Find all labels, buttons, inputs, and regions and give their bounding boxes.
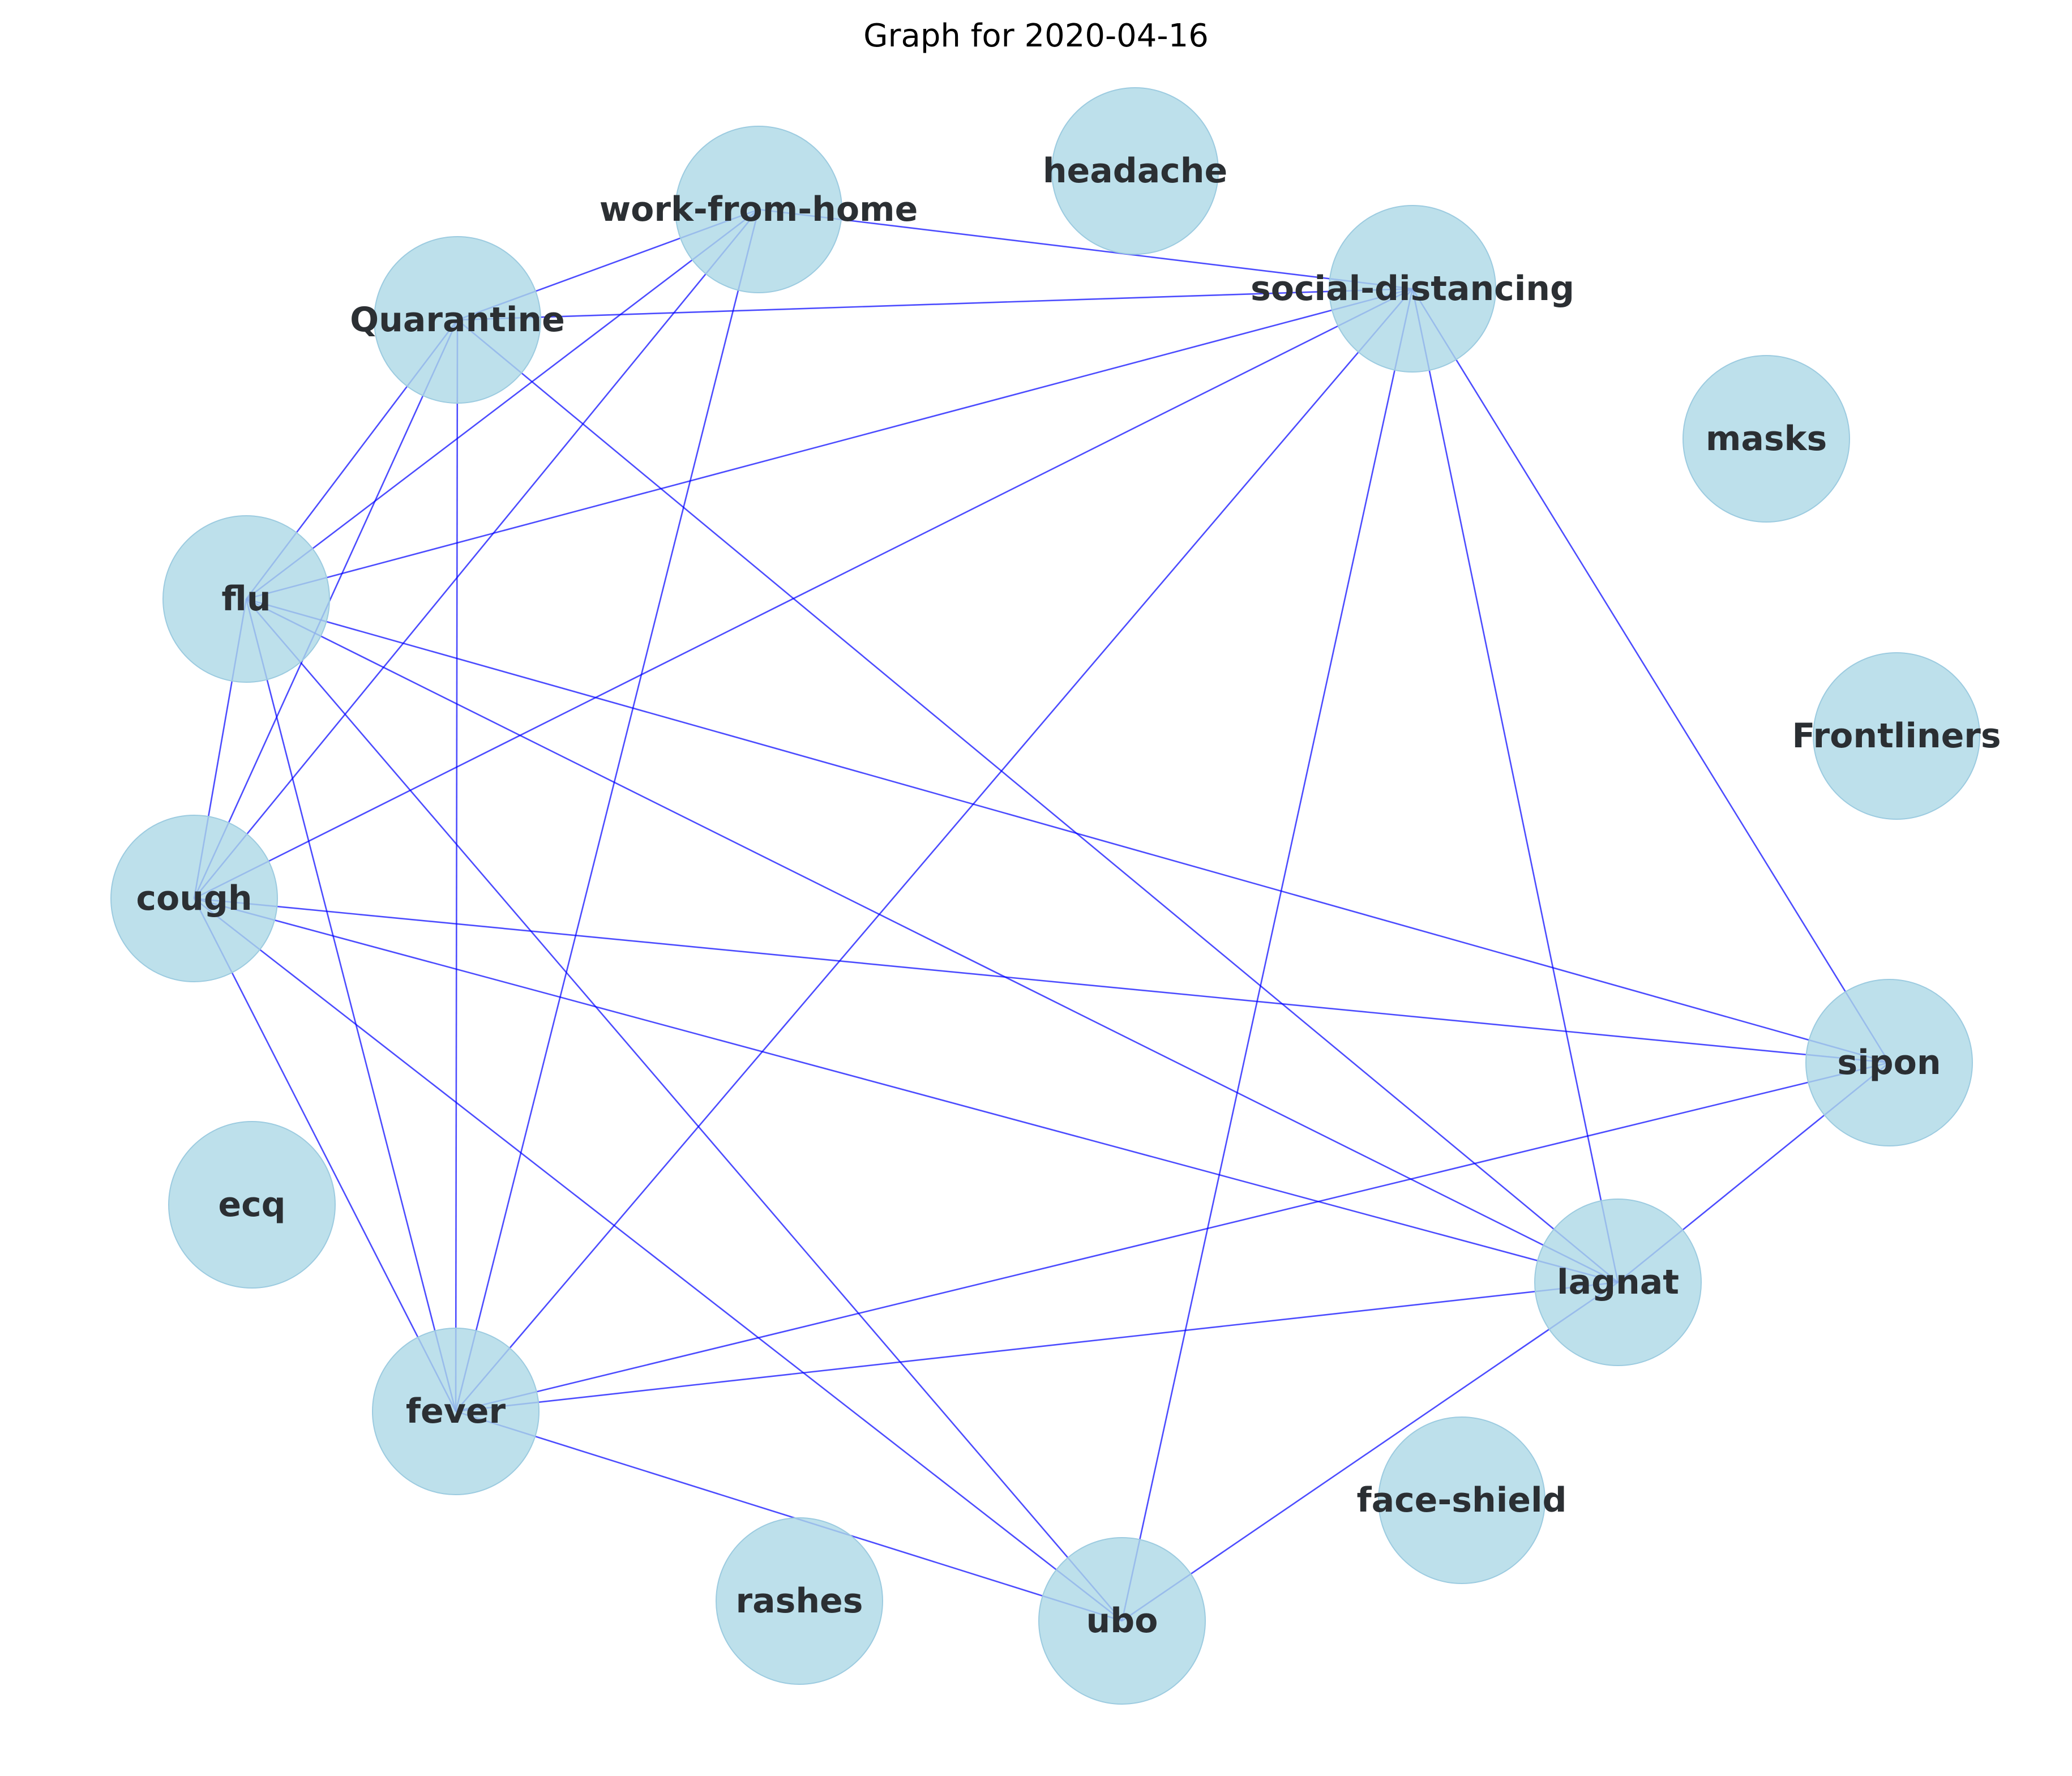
edge-cough-sipon — [194, 897, 1890, 1064]
node-sipon: sipon — [1805, 979, 1973, 1146]
node-social-distancing: social-distancing — [1251, 205, 1574, 373]
node-rashes: rashes — [716, 1517, 883, 1685]
node-circle — [1378, 1416, 1546, 1584]
edge-flu-fever — [245, 598, 457, 1412]
edge-work-from-home-cough — [193, 209, 760, 899]
node-Quarantine: Quarantine — [350, 236, 565, 404]
node-label: Frontliners — [1792, 716, 2001, 756]
node-circle — [374, 236, 541, 404]
node-label: fever — [406, 1392, 506, 1431]
edge-work-from-home-fever — [455, 209, 760, 1412]
edge-layer — [193, 208, 1890, 1622]
node-fever: fever — [372, 1328, 540, 1495]
node-circle — [168, 1121, 336, 1289]
node-label: flu — [221, 579, 271, 619]
node-masks: masks — [1683, 355, 1850, 523]
node-circle — [1534, 1199, 1702, 1366]
graph-title: Graph for 2020-04-16 — [863, 18, 1209, 54]
node-label: cough — [136, 879, 252, 918]
node-cough: cough — [110, 815, 278, 982]
node-label: ecq — [218, 1185, 285, 1225]
node-circle — [110, 815, 278, 982]
node-circle — [372, 1328, 540, 1495]
node-circle — [1805, 979, 1973, 1146]
edge-fever-lagnat — [455, 1281, 1619, 1413]
node-lagnat: lagnat — [1534, 1199, 1702, 1366]
edge-Quarantine-social-distancing — [457, 288, 1413, 321]
edge-work-from-home-flu — [246, 208, 759, 600]
node-label: lagnat — [1557, 1263, 1679, 1302]
node-label: face-shield — [1357, 1480, 1567, 1520]
node-circle — [1051, 87, 1219, 255]
node-label: work-from-home — [600, 190, 918, 229]
edge-social-distancing-fever — [455, 288, 1413, 1412]
edge-flu-sipon — [246, 598, 1890, 1064]
node-ecq: ecq — [168, 1121, 336, 1289]
edge-Quarantine-lagnat — [457, 319, 1619, 1283]
edge-social-distancing-lagnat — [1411, 288, 1619, 1283]
node-label: masks — [1706, 419, 1827, 459]
node-circle — [162, 515, 330, 683]
node-circle — [716, 1517, 883, 1685]
node-label: headache — [1043, 151, 1227, 191]
node-label: Quarantine — [350, 300, 565, 340]
node-label: ubo — [1086, 1601, 1158, 1641]
edge-social-distancing-sipon — [1411, 288, 1890, 1063]
edge-cough-ubo — [194, 897, 1123, 1622]
edge-social-distancing-ubo — [1121, 288, 1414, 1621]
node-circle — [675, 126, 842, 293]
edge-lagnat-ubo — [1121, 1281, 1619, 1622]
edge-cough-lagnat — [194, 897, 1619, 1283]
node-circle — [1329, 205, 1496, 373]
edge-social-distancing-flu — [246, 288, 1413, 600]
edge-social-distancing-cough — [194, 288, 1413, 900]
node-Frontliners: Frontliners — [1792, 652, 2001, 820]
edge-Quarantine-fever — [455, 319, 459, 1412]
node-circle — [1813, 652, 1980, 820]
node-circle — [1038, 1537, 1206, 1705]
node-layer: work-from-home headache social-distancingQ… — [110, 87, 2001, 1705]
node-label: rashes — [736, 1581, 863, 1621]
node-work-from-home: work-from-home — [600, 126, 918, 293]
node-circle — [1683, 355, 1850, 523]
node-face-shield: face-shield — [1357, 1416, 1567, 1584]
node-headache: headache — [1043, 87, 1227, 255]
edge-cough-fever — [193, 898, 457, 1412]
node-label: sipon — [1837, 1043, 1941, 1082]
node-label: social-distancing — [1251, 269, 1574, 309]
edge-work-from-home-social-distancing — [758, 208, 1413, 290]
node-flu: flu — [162, 515, 330, 683]
edge-fever-ubo — [455, 1410, 1123, 1622]
edge-flu-ubo — [246, 598, 1123, 1621]
edge-fever-sipon — [455, 1062, 1890, 1413]
node-ubo: ubo — [1038, 1537, 1206, 1705]
edge-flu-lagnat — [246, 598, 1619, 1283]
